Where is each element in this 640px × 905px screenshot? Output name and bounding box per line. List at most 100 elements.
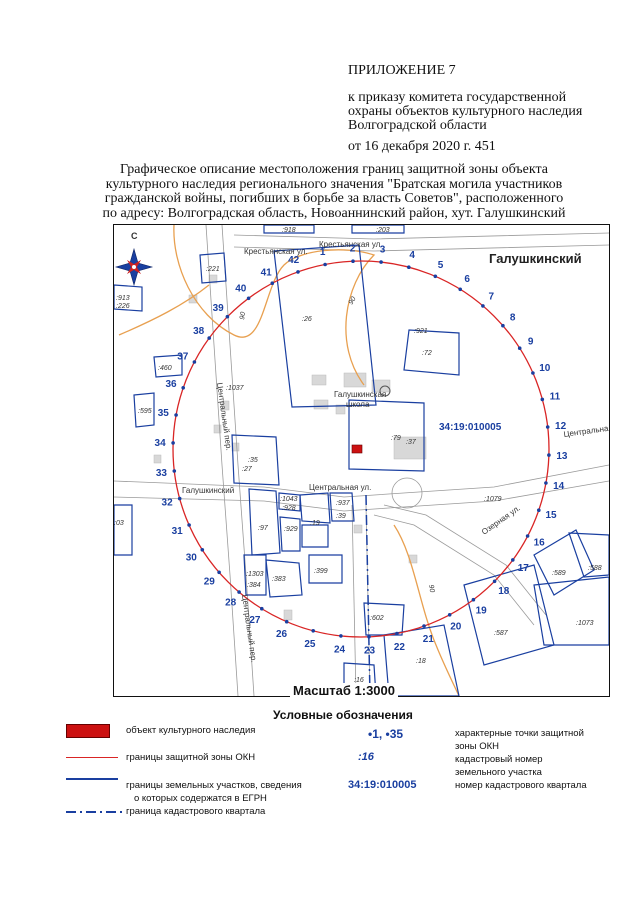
boundary-point-marker bbox=[237, 590, 241, 594]
boundary-point-marker bbox=[246, 296, 251, 301]
boundary-point-label: 28 bbox=[225, 598, 237, 609]
boundary-point-label: 30 bbox=[186, 552, 198, 563]
cadastral-number-label: :587 bbox=[494, 630, 509, 637]
appendix-label: ПРИЛОЖЕНИЕ 7 bbox=[348, 63, 456, 78]
street-label-tsentralnaya-right: Центральна bbox=[563, 424, 609, 439]
parcels-layer bbox=[114, 225, 609, 696]
boundary-point-marker bbox=[511, 558, 515, 562]
title-line-2: культурного наследия регионального значе… bbox=[105, 176, 563, 192]
boundary-point-marker bbox=[547, 453, 551, 457]
street-label-krestyanskaya-left: Крестьянская ул. bbox=[244, 247, 308, 256]
boundary-point-label: 38 bbox=[193, 326, 205, 337]
boundary-point-label: 11 bbox=[550, 392, 561, 403]
street-label-ozernaya: Озерная ул. bbox=[480, 504, 522, 537]
boundary-point-label: 27 bbox=[249, 615, 261, 626]
boundary-point-marker bbox=[525, 534, 530, 538]
boundary-point-marker bbox=[545, 425, 550, 429]
boundary-point-marker bbox=[225, 314, 230, 319]
cadastral-number-label: :97 bbox=[258, 525, 269, 532]
legend-zone-swatch bbox=[66, 757, 118, 758]
boundary-point-marker bbox=[395, 631, 399, 636]
cadastral-number-label: :16 bbox=[354, 677, 364, 684]
map-scale: Масштаб 1:3000 bbox=[290, 683, 399, 698]
cadastral-number-label: :37 bbox=[406, 439, 417, 446]
road-number-2: 90 bbox=[239, 311, 247, 320]
legend-quarter-border-label: граница кадастрового квартала bbox=[126, 806, 266, 817]
boundary-point-label: 10 bbox=[539, 363, 551, 374]
cadastral-number-label: :399 bbox=[314, 568, 328, 575]
legend-cad-label-2: земельного участка bbox=[455, 767, 542, 778]
order-date: от 16 декабря 2020 г. 451 bbox=[348, 139, 496, 154]
boundary-point-label: 36 bbox=[165, 379, 177, 390]
cadastral-number-label: :602 bbox=[370, 615, 384, 622]
street-label-krestyanskaya-right: Крестьянская ул. bbox=[319, 240, 383, 249]
boundary-point-marker bbox=[471, 597, 476, 602]
boundary-point-label: 17 bbox=[518, 563, 530, 574]
boundary-point-label: 29 bbox=[204, 576, 216, 587]
boundary-point-label: 20 bbox=[450, 622, 462, 633]
map-frame: Крестьянская ул. Крестьянская ул. Центра… bbox=[113, 224, 610, 697]
boundary-point-label: 14 bbox=[553, 481, 565, 492]
cadastral-number-label: :72 bbox=[422, 350, 432, 357]
cadastral-number-label: :35 bbox=[248, 457, 258, 464]
cadastral-number-label: :937 bbox=[336, 500, 351, 507]
quarter-number: 34:19:010005 bbox=[439, 422, 502, 433]
cadastral-number-label: :26 bbox=[302, 316, 312, 323]
boundary-point-marker bbox=[177, 496, 182, 501]
boundary-point-marker bbox=[323, 262, 327, 267]
boundary-point-label: 22 bbox=[394, 642, 406, 653]
boundary-point-label: 37 bbox=[177, 352, 189, 363]
boundary-point-marker bbox=[458, 287, 463, 292]
quarter-border bbox=[365, 494, 371, 696]
cadastral-number-label: :1037 bbox=[226, 385, 245, 392]
boundary-point-marker bbox=[447, 613, 452, 617]
legend-quarter-sample: 34:19:010005 bbox=[348, 779, 417, 791]
compass-rose-icon bbox=[114, 247, 154, 287]
boundary-point-marker bbox=[544, 481, 548, 485]
cadastral-number-label: :929 bbox=[284, 526, 298, 533]
boundary-point-label: 16 bbox=[534, 538, 546, 549]
heritage-object bbox=[351, 444, 363, 454]
boundary-point-label: 4 bbox=[409, 250, 415, 261]
boundary-point-label: 25 bbox=[304, 639, 316, 650]
boundary-point-marker bbox=[200, 548, 205, 552]
legend-parcels-label-1: границы земельных участков, сведения bbox=[126, 780, 302, 791]
boundary-point-marker bbox=[207, 336, 211, 340]
boundary-point-label: 5 bbox=[438, 260, 444, 271]
boundary-point-label: 21 bbox=[423, 634, 435, 645]
boundary-point-marker bbox=[351, 259, 355, 263]
boundary-point-label: 8 bbox=[510, 313, 516, 324]
boundary-point-marker bbox=[270, 281, 275, 285]
boundary-point-label: 39 bbox=[213, 303, 225, 314]
boundary-point-label: 41 bbox=[261, 267, 273, 278]
school-icon bbox=[379, 385, 391, 397]
boundary-point-label: 12 bbox=[555, 421, 567, 432]
boundary-point-label: 24 bbox=[334, 644, 346, 655]
boundary-point-label: 9 bbox=[528, 337, 534, 348]
boundary-point-label: 32 bbox=[162, 498, 174, 509]
boundary-point-marker bbox=[537, 508, 541, 512]
legend-object-label: объект культурного наследия bbox=[126, 725, 256, 736]
cadastral-number-label: :921 bbox=[414, 328, 428, 335]
cadastral-labels-layer: :918:203:221:913:226:26:921:72:460:1037:… bbox=[114, 227, 602, 684]
cadastral-number-label: :918 bbox=[282, 227, 296, 234]
protective-zone-boundary bbox=[172, 260, 550, 638]
school-label-2: школа bbox=[346, 400, 370, 409]
boundary-point-label: 42 bbox=[288, 255, 300, 266]
dirt-roads-layer bbox=[118, 225, 460, 696]
village-name: Галушкинский bbox=[489, 251, 582, 266]
cadastral-number-label: :1073 bbox=[576, 620, 594, 627]
road-number-3: 90 bbox=[427, 584, 435, 593]
boundary-point-label: 40 bbox=[235, 283, 247, 294]
cadastral-number-label: :383 bbox=[272, 576, 286, 583]
boundary-point-label: 23 bbox=[364, 645, 376, 656]
roads-layer bbox=[114, 225, 609, 696]
boundary-point-label: 35 bbox=[158, 408, 170, 419]
cadastral-number-label: :928 bbox=[282, 505, 296, 512]
legend-cad-label-1: кадастровый номер bbox=[455, 754, 543, 765]
cadastral-number-label: :203 bbox=[376, 227, 390, 234]
boundary-point-marker bbox=[284, 619, 289, 624]
boundary-point-marker bbox=[407, 265, 411, 269]
legend-quarter-label: номер кадастрового квартала bbox=[455, 780, 587, 791]
boundary-point-marker bbox=[367, 635, 371, 639]
